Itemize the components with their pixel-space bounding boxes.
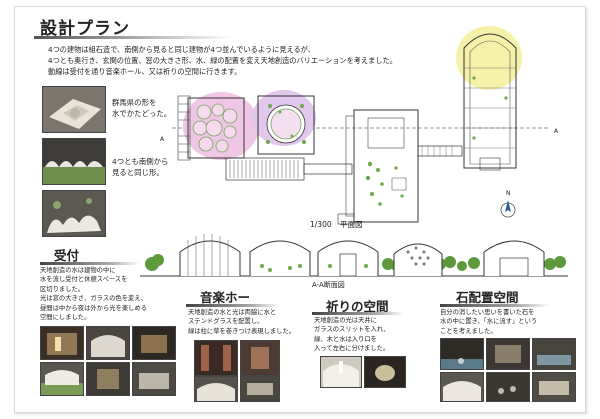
uketsuke-photo-1: [40, 326, 84, 360]
ongaku-photo-1: [194, 340, 238, 376]
uketsuke-title: 受付: [54, 248, 80, 263]
ongaku-line: 緑は柱に草を巻きつけ表現しました。: [188, 327, 296, 335]
ishi-photo-2: [486, 338, 530, 370]
scale-label: 1/300 平面図: [310, 219, 363, 230]
ishi-text: 自分の消したい思いを書いた石を 水の中に置き、「水に流す」という ことを考えまし…: [440, 308, 537, 336]
ishi-title: 石配置空間: [456, 290, 519, 305]
uketsuke-line: 区切りました。: [40, 285, 85, 293]
intro-line: 4つとも奥行き、玄関の位置、窓の大きさ形、水、緑の配置を変え天地創造のバリエーシ…: [48, 56, 397, 65]
inori-line: ガラスのスリットを入れ、: [314, 326, 390, 334]
caption-south-line2: 見ると同じ形。: [112, 168, 164, 177]
uketsuke-line: 水を流し受付と休憩スペースを: [40, 276, 128, 284]
inori-line: 天地創造の光は天井に: [314, 317, 377, 324]
yellow-area: [456, 26, 522, 90]
uketsuke-photo-6: [132, 362, 176, 396]
section-elevation-drawing: [140, 234, 568, 277]
inori-underline: [312, 312, 404, 315]
scale-value: 1/300: [310, 220, 332, 229]
ishi-photo-1: [440, 338, 484, 370]
caption-gunma-line2: 水でかたどった。: [112, 109, 172, 118]
intro-line: 4つの建物は組石造で、南側から見ると同じ建物が4つ並んでいるように見えるが、: [48, 45, 315, 54]
uketsuke-photo-4: [40, 362, 84, 396]
model-photo-gunma: [42, 86, 106, 133]
ishi-line: ことを考えました。: [440, 327, 497, 335]
ongaku-title: 音楽ホー: [200, 290, 251, 305]
inori-title: 祈りの空間: [326, 299, 389, 314]
uketsuke-line: 光は窓の大きさ、ガラスの色を変え、: [40, 295, 147, 303]
ishi-photo-3: [532, 338, 576, 370]
caption-south-line1: 4つとも南側から: [112, 157, 169, 166]
uketsuke-photo-2: [86, 326, 130, 360]
ongaku-photo-3: [194, 376, 238, 402]
uketsuke-underline: [40, 262, 140, 265]
title-underline: [34, 36, 234, 39]
floor-plan-drawing: [172, 26, 550, 225]
ishi-line: 自分の消したい思いを書いた石を: [440, 309, 535, 316]
intro-text: 4つの建物は組石造で、南側から見ると同じ建物が4つ並んでいるように見えるが、 4…: [48, 44, 468, 77]
uketsuke-text: 天地創造の水は建物の中に 水を流し受付と休憩スペースを 区切りました。 光は窓の…: [40, 266, 147, 322]
section-marker-right: A: [554, 128, 559, 135]
inori-photo-1: [320, 356, 362, 388]
ongaku-text: 天地創造の水と光は両脇に水と ステンドグラスを配置し、 緑は柱に草を巻きつけ表現…: [188, 308, 295, 336]
uketsuke-photo-3: [132, 326, 176, 360]
north-label: N: [506, 190, 511, 197]
uketsuke-photo-5: [86, 362, 130, 396]
section-marker-left: A: [160, 136, 165, 143]
ongaku-photo-2: [240, 340, 280, 376]
inori-text: 天地創造の光は天井に ガラスのスリットを入れ、 緑、木と水は入り口を 入って左右…: [314, 316, 390, 354]
uketsuke-line: 天地創造の水は建物の中に: [40, 267, 116, 274]
uketsuke-line: 昼間は中から夜は外から光を楽しめる: [40, 304, 148, 312]
ongaku-line: 天地創造の水と光は両脇に水と: [188, 309, 277, 316]
ongaku-photo-4: [240, 376, 280, 402]
inori-photo-2: [364, 356, 406, 388]
ishi-photo-6: [532, 372, 576, 402]
inori-line: 緑、木と水は入り口を: [314, 335, 377, 343]
ishi-photo-5: [486, 372, 530, 402]
caption-gunma-line1: 群馬県の形を: [112, 98, 157, 107]
ishi-line: 水の中に置き、「水に流す」という: [440, 318, 538, 326]
page-title: 設計プラン: [40, 19, 130, 39]
model-photo-aerial: [42, 190, 106, 237]
north-arrow-icon: [500, 200, 516, 218]
model-photo-south: [42, 138, 106, 185]
section-label: A-A断面図: [312, 281, 345, 289]
intro-line: 動線は受付を通り音楽ホール、又は祈りの空間に行きます。: [48, 67, 242, 76]
ongaku-line: ステンドグラスを配置し、: [188, 318, 264, 326]
plan-title: 平面図: [340, 220, 363, 229]
uketsuke-line: 空間にしました。: [40, 314, 91, 322]
ishi-underline: [440, 304, 550, 307]
ongaku-underline: [186, 304, 280, 307]
ishi-photo-4: [440, 372, 484, 402]
inori-line: 入って左右に分けました。: [314, 345, 390, 353]
